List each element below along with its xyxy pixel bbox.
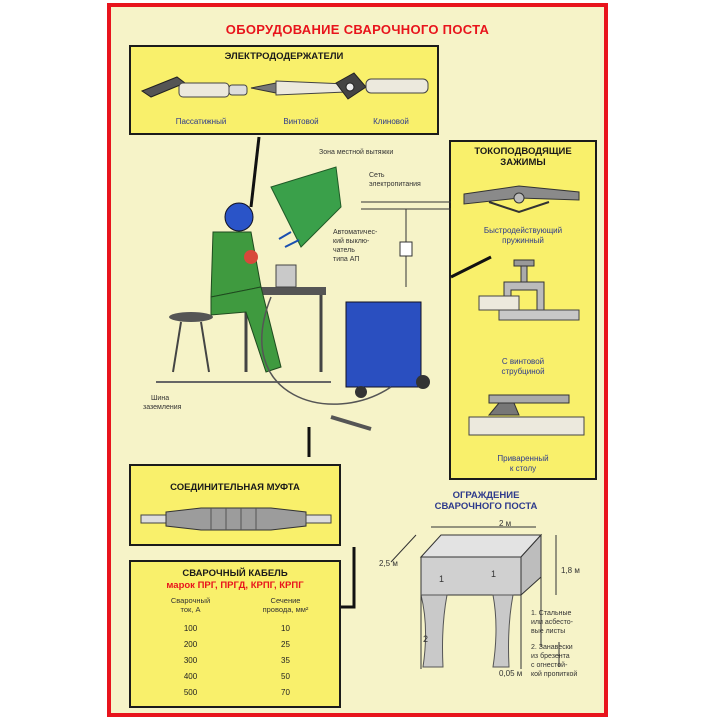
fence-dim-width: 2 м	[499, 519, 512, 528]
screw-clamp-label-2: струбциной	[501, 367, 545, 376]
fence-dim-height: 1,8 м	[561, 566, 580, 575]
welding-scene	[156, 136, 492, 457]
holder-wedge-icon	[335, 72, 429, 100]
network-label-1: Сеть	[369, 172, 385, 179]
current-clamps-panel: ТОКОПОДВОДЯЩИЕ ЗАЖИМЫ Быстродействующий …	[449, 140, 597, 480]
fence-top-panel	[419, 534, 543, 558]
exhaust-label: Зона местной вытяжки	[319, 149, 394, 156]
note1-line2: или асбесто-	[531, 619, 573, 626]
holder-pliers-icon	[140, 76, 248, 98]
fence-dim-gap: 0,05 м	[499, 669, 523, 678]
fence-heading-2: СВАРОЧНОГО ПОСТА	[434, 501, 538, 512]
screw-clamp-icon	[478, 259, 580, 321]
clamps-heading-line1: ТОКОПОДВОДЯЩИЕ	[474, 146, 572, 157]
welded-clamp-label-2: к столу	[509, 464, 537, 473]
coupling-heading: СОЕДИНИТЕЛЬНАЯ МУФТА	[170, 482, 300, 493]
note2-line2: из брезента	[531, 653, 570, 660]
fence-mark-1b: 1	[491, 569, 497, 579]
network-label-2: электропитания	[369, 181, 421, 188]
welding-transformer	[345, 301, 422, 388]
holder-pliers-label: Пассатижный	[175, 117, 227, 126]
coupling-panel: СОЕДИНИТЕЛЬНАЯ МУФТА	[129, 464, 341, 546]
poster-title: ОБОРУДОВАНИЕ СВАРОЧНОГО ПОСТА	[225, 22, 490, 37]
cable-pointer	[341, 547, 356, 609]
note2-line4: кой пропиткой	[531, 671, 578, 678]
fence-heading-1: ОГРАЖДЕНИЕ	[452, 490, 520, 501]
breaker-label-3: чатель	[333, 247, 355, 254]
ground-label-1: Шина	[151, 395, 170, 402]
cable-subheading: марок ПРГ, ПРГД, КРПГ, КРПГ	[166, 580, 304, 591]
electrode-holders-heading: ЭЛЕКТРОДОДЕРЖАТЕЛИ	[224, 51, 344, 62]
coupling-icon	[140, 507, 332, 531]
note1-line3: вые листы	[531, 628, 566, 635]
spring-clamp-icon	[463, 185, 580, 214]
ground-label-2: заземления	[143, 404, 182, 411]
cable-heading: СВАРОЧНЫЙ КАБЕЛЬ	[182, 568, 288, 579]
cable-panel: СВАРОЧНЫЙ КАБЕЛЬ марок ПРГ, ПРГД, КРПГ, …	[129, 560, 341, 708]
fence-curtain	[420, 594, 448, 668]
screw-clamp-label-1: С винтовой	[501, 357, 545, 366]
holder-screw-label: Винтовой	[283, 117, 319, 126]
electrode-holders-panel: ЭЛЕКТРОДОДЕРЖАТЕЛИ Пассатижный Винтовой …	[129, 45, 439, 135]
holder-wedge-label: Клиновой	[373, 117, 409, 126]
breaker-label-1: Автоматичес-	[333, 229, 378, 236]
fence-mark-1: 1	[439, 574, 445, 584]
spring-clamp-label-1: Быстродействующий	[483, 226, 563, 235]
spring-clamp-label-2: пружинный	[502, 236, 544, 245]
welded-clamp-icon	[468, 394, 585, 436]
exhaust-hood	[270, 166, 342, 248]
fence-mark-2: 2	[423, 634, 429, 644]
breaker-label-4: типа АП	[333, 256, 360, 263]
fence-drawing	[390, 526, 560, 669]
breaker-label-2: кий выклю-	[333, 238, 370, 245]
clamps-heading-line2: ЗАЖИМЫ	[500, 157, 546, 168]
note2-line3: с огнестой-	[531, 662, 568, 669]
poster: ОБОРУДОВАНИЕ СВАРОЧНОГО ПОСТА ЭЛЕКТРОДОД…	[107, 3, 608, 717]
fence-dim-length: 2,5 м	[379, 559, 398, 568]
welded-clamp-label-1: Приваренный	[497, 454, 549, 463]
note1-line1: 1. Стальные	[531, 610, 572, 617]
note2-line1: 2. Занавески	[531, 644, 573, 651]
